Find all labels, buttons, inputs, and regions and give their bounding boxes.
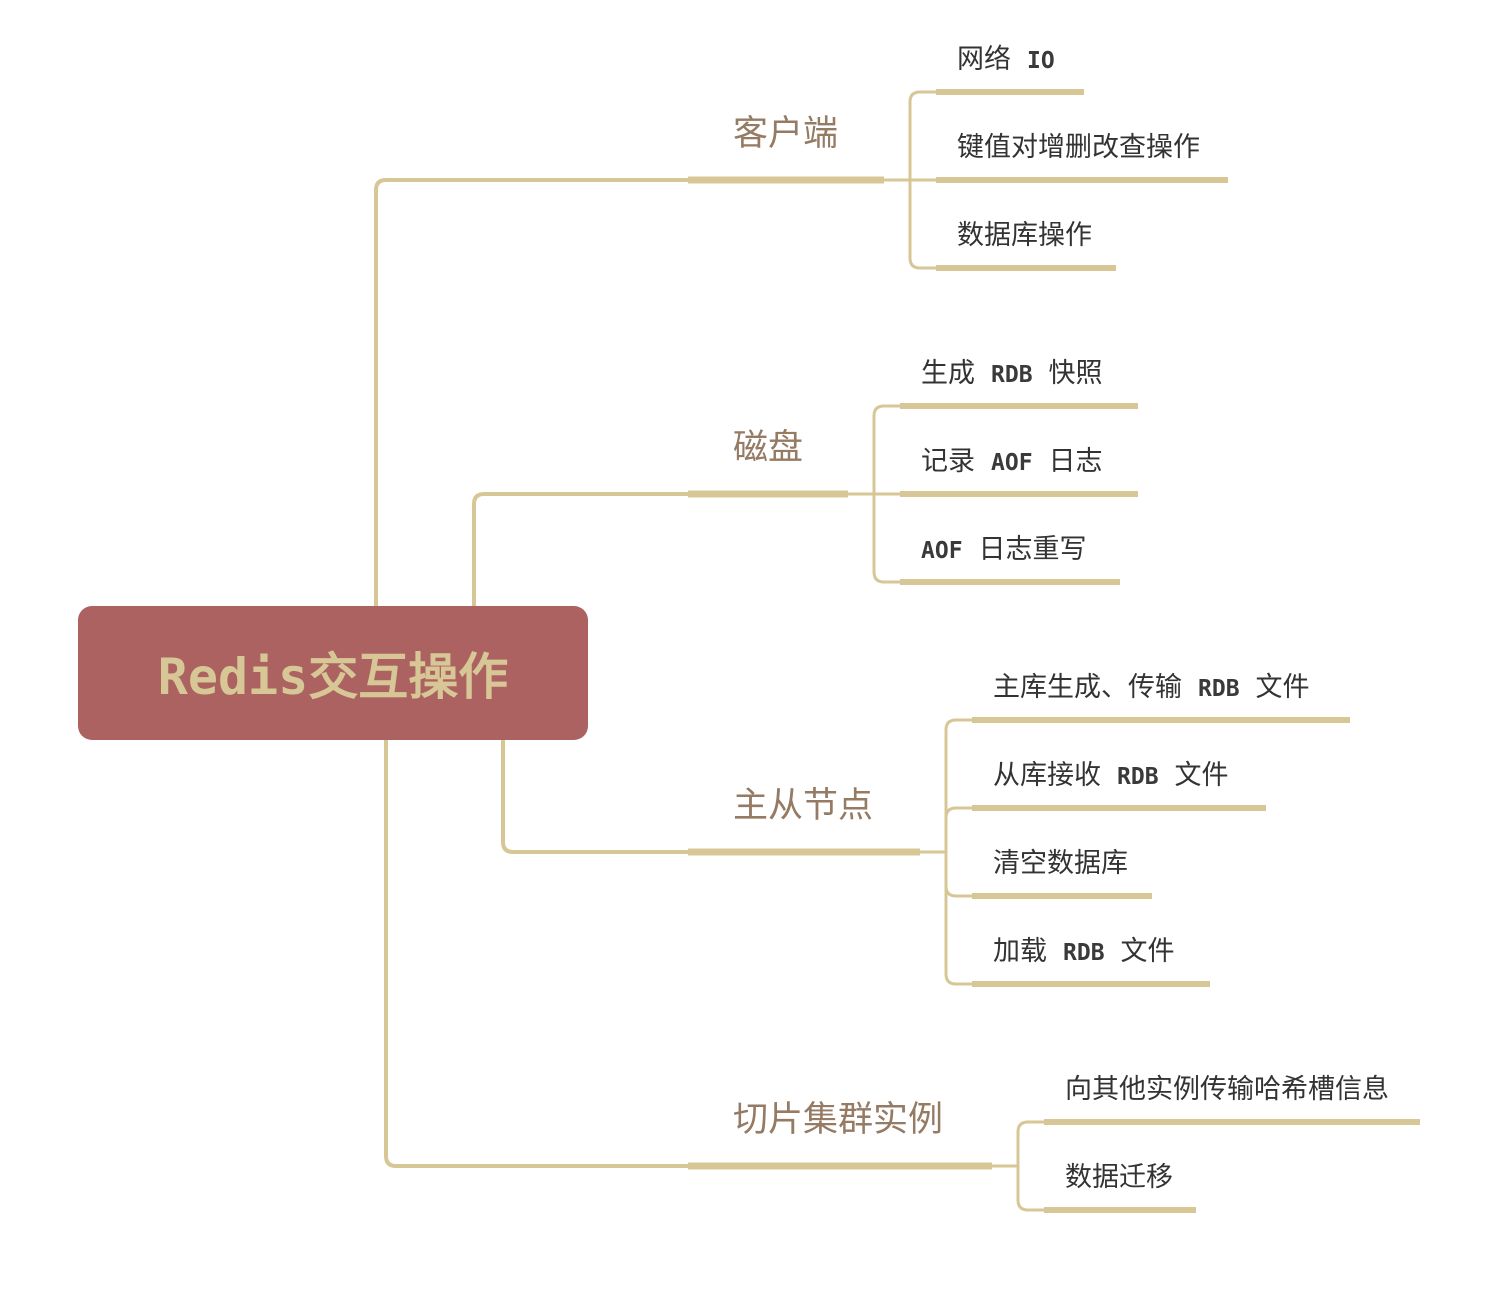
leaf-code-term: RDB <box>1117 764 1159 790</box>
branch-label-client[interactable]: 客户端 <box>733 114 839 154</box>
leaf-text: 键值对增删改查操作 <box>957 132 1200 163</box>
leaf-text: 记录 <box>921 446 975 477</box>
leaf-text: 日志重写 <box>978 534 1087 565</box>
leaf-flush-db[interactable]: 清空数据库 <box>993 848 1128 880</box>
leaf-load-rdb[interactable]: 加载 RDB 文件 <box>993 936 1175 969</box>
connector-branch-2-fan <box>848 404 900 584</box>
leaf-rdb-snapshot[interactable]: 生成 RDB 快照 <box>921 358 1103 391</box>
leaf-text: 生成 <box>921 358 975 389</box>
leaf-text: 数据库操作 <box>957 220 1092 251</box>
leaf-aof-log[interactable]: 记录 AOF 日志 <box>921 446 1103 479</box>
connector-branch-3-fan <box>920 718 972 986</box>
leaf-hash-slot-info[interactable]: 向其他实例传输哈希槽信息 <box>1065 1074 1389 1106</box>
leaf-code-term: RDB <box>1198 676 1240 702</box>
leaf-data-migration[interactable]: 数据迁移 <box>1065 1162 1173 1194</box>
leaf-text: 从库接收 <box>993 760 1101 791</box>
leaf-text: 文件 <box>1255 672 1310 703</box>
leaf-text: 日志 <box>1048 446 1103 477</box>
leaf-code-term: AOF <box>991 450 1033 476</box>
leaf-text: 快照 <box>1048 358 1103 389</box>
connector-branch-1-fan <box>884 90 936 270</box>
branch-label-disk[interactable]: 磁盘 <box>733 428 804 468</box>
leaf-aof-rewrite[interactable]: AOF 日志重写 <box>921 534 1087 567</box>
leaf-code-term: RDB <box>991 362 1033 388</box>
connector-branch-4-fan <box>992 1120 1044 1212</box>
connector-root-to-branch-4 <box>384 740 688 1168</box>
leaf-network-io[interactable]: 网络 IO <box>957 44 1055 77</box>
branch-label-master-replica[interactable]: 主从节点 <box>733 786 874 826</box>
leaf-text: 主库生成、传输 <box>993 672 1182 703</box>
root-label: Redis交互操作 <box>157 648 509 706</box>
leaf-text: 文件 <box>1174 760 1229 791</box>
leaf-text: 清空数据库 <box>993 848 1128 879</box>
leaf-code-term: IO <box>1027 48 1055 74</box>
connector-root-to-branch-2 <box>472 492 688 606</box>
leaf-text: 网络 <box>957 44 1011 75</box>
leaf-db-ops[interactable]: 数据库操作 <box>957 220 1092 252</box>
leaf-text: 数据迁移 <box>1065 1162 1173 1193</box>
leaf-code-term: AOF <box>921 538 963 564</box>
connector-root-to-branch-3 <box>501 740 688 854</box>
branch-label-cluster[interactable]: 切片集群实例 <box>733 1100 944 1140</box>
leaf-text: 文件 <box>1120 936 1175 967</box>
leaf-master-send-rdb[interactable]: 主库生成、传输 RDB 文件 <box>993 672 1310 705</box>
root-node[interactable]: Redis交互操作 <box>78 606 588 740</box>
leaf-text: 加载 <box>993 936 1047 967</box>
leaf-kv-crud[interactable]: 键值对增删改查操作 <box>957 132 1200 164</box>
leaf-code-term: RDB <box>1063 940 1105 966</box>
connector-root-to-branch-1 <box>374 178 688 606</box>
leaf-replica-receive-rdb[interactable]: 从库接收 RDB 文件 <box>993 760 1229 793</box>
leaf-text: 向其他实例传输哈希槽信息 <box>1065 1074 1389 1105</box>
